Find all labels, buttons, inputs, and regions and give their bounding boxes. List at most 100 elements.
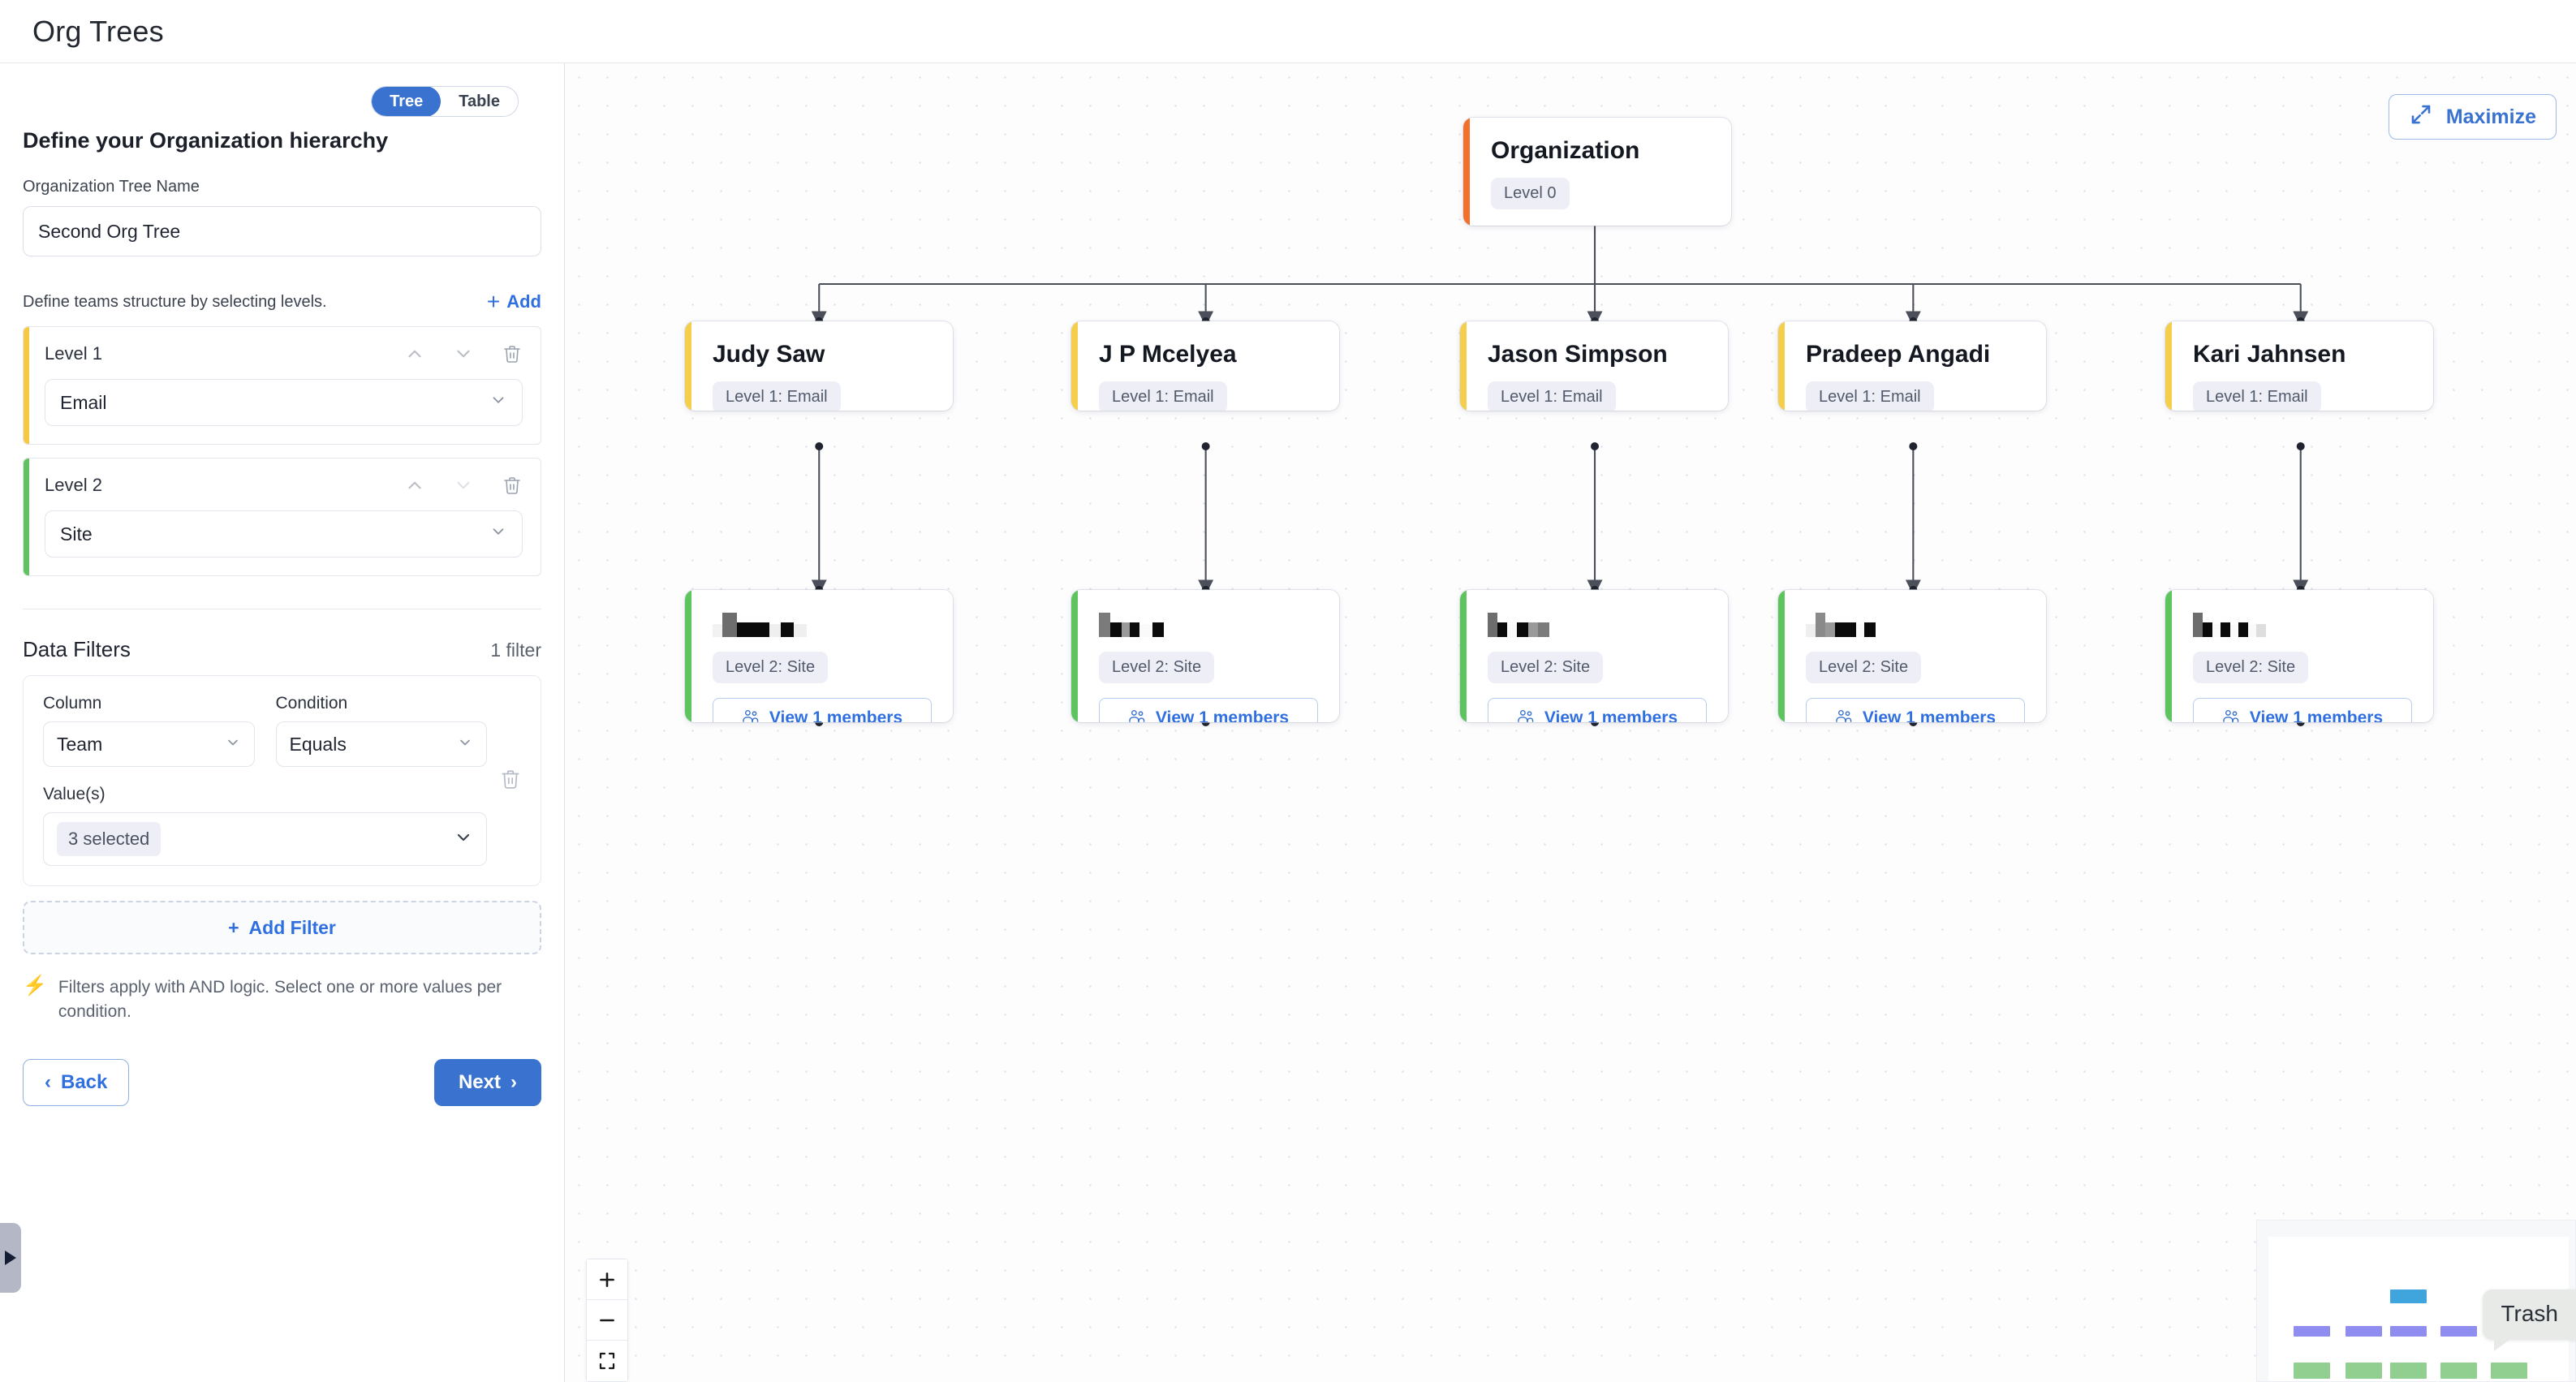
- triangle-right-icon: [5, 1251, 16, 1265]
- minimap-node-level1: [2294, 1326, 2330, 1337]
- level2-node-body: Level 2: Site View 1 members: [2165, 590, 2433, 722]
- tree-node-level1[interactable]: J P Mcelyea Level 1: Email: [1071, 321, 1339, 411]
- plus-icon: +: [228, 916, 239, 938]
- view-members-label: View 1 members: [2249, 708, 2384, 722]
- level1-node-title: Kari Jahnsen: [2193, 341, 2346, 368]
- root-node-badge: Level 0: [1491, 178, 1570, 209]
- tree-node-level1[interactable]: Pradeep Angadi Level 1: Email: [1778, 321, 2046, 411]
- members-icon: [742, 708, 760, 722]
- tree-node-level1[interactable]: Judy Saw Level 1: Email: [685, 321, 953, 411]
- delete-level-icon[interactable]: [502, 343, 523, 364]
- members-icon: [2222, 708, 2240, 722]
- chevron-left-icon: ‹: [45, 1070, 51, 1093]
- filter-condition-select[interactable]: Equals: [275, 721, 487, 767]
- filter-condition-value: Equals: [289, 733, 347, 755]
- root-node-body: Organization Level 0: [1463, 118, 1731, 226]
- members-icon: [1517, 708, 1535, 722]
- level1-node-badge: Level 1: Email: [1488, 381, 1616, 411]
- page-title: Org Trees: [32, 14, 164, 48]
- minimap-node-level2: [2390, 1363, 2427, 1379]
- view-members-label: View 1 members: [769, 708, 903, 722]
- move-down-icon[interactable]: [453, 475, 474, 496]
- zoom-controls[interactable]: [586, 1259, 628, 1382]
- minimap-node-level1: [2390, 1326, 2427, 1337]
- redacted-name: [2193, 609, 2412, 637]
- level-2-field-select[interactable]: Site: [45, 510, 523, 558]
- delete-filter-icon[interactable]: [500, 768, 521, 790]
- level2-node-badge: Level 2: Site: [1806, 652, 1922, 683]
- view-members-button[interactable]: View 1 members: [713, 698, 932, 722]
- filter-row: Column Team Condition Equals: [23, 675, 541, 886]
- fit-view-button[interactable]: [587, 1341, 627, 1381]
- back-label: Back: [61, 1070, 108, 1093]
- maximize-icon: [2409, 102, 2433, 132]
- levels-header: Define teams structure by selecting leve…: [23, 291, 541, 313]
- move-up-icon[interactable]: [404, 475, 425, 496]
- filter-column-select[interactable]: Team: [43, 721, 255, 767]
- tree-node-level2[interactable]: Level 2: Site View 1 members: [1071, 590, 1339, 722]
- zoom-out-button[interactable]: [587, 1300, 627, 1341]
- filter-values-multiselect[interactable]: 3 selected: [43, 812, 487, 866]
- maximize-button[interactable]: Maximize: [2388, 94, 2557, 140]
- level1-node-body: Judy Saw Level 1: Email: [685, 321, 953, 411]
- levels-hint: Define teams structure by selecting leve…: [23, 292, 327, 311]
- minimap-node-root: [2390, 1289, 2427, 1303]
- sidebar-collapse-handle[interactable]: [0, 1223, 21, 1293]
- add-level-label: Add: [506, 291, 541, 312]
- level2-node-body: Level 2: Site View 1 members: [1071, 590, 1339, 722]
- level2-node-badge: Level 2: Site: [1488, 652, 1604, 683]
- tree-node-level2[interactable]: Level 2: Site View 1 members: [1460, 590, 1728, 722]
- level-1-actions: [404, 343, 523, 364]
- move-down-icon[interactable]: [453, 343, 474, 364]
- level-2-field-value: Site: [60, 523, 93, 545]
- filter-logic-note: ⚡ Filters apply with AND logic. Select o…: [23, 975, 541, 1025]
- tree-node-level2[interactable]: Level 2: Site View 1 members: [2165, 590, 2433, 722]
- view-members-button[interactable]: View 1 members: [1806, 698, 2025, 722]
- lightning-icon: ⚡: [23, 975, 47, 997]
- view-members-button[interactable]: View 1 members: [2193, 698, 2412, 722]
- tab-tree[interactable]: Tree: [372, 87, 442, 116]
- view-members-button[interactable]: View 1 members: [1099, 698, 1318, 722]
- view-members-button[interactable]: View 1 members: [1488, 698, 1707, 722]
- tree-edges: [811, 179, 2309, 726]
- next-button[interactable]: Next ›: [433, 1058, 541, 1106]
- tree-node-level2[interactable]: Level 2: Site View 1 members: [1778, 590, 2046, 722]
- minimap-node-level2: [2440, 1363, 2477, 1379]
- tree-node-level1[interactable]: Kari Jahnsen Level 1: Email: [2165, 321, 2433, 411]
- trash-tooltip: Trash: [2483, 1289, 2576, 1351]
- add-level-button[interactable]: + Add: [487, 291, 541, 313]
- filter-logic-text: Filters apply with AND logic. Select one…: [58, 978, 502, 1022]
- view-mode-toggle[interactable]: Tree Table: [371, 86, 519, 117]
- tree-node-root[interactable]: Organization Level 0: [1463, 118, 1731, 226]
- level2-node-body: Level 2: Site View 1 members: [685, 590, 953, 722]
- chevron-right-icon: ›: [510, 1070, 517, 1093]
- add-filter-button[interactable]: + Add Filter: [23, 901, 541, 954]
- filters-title: Data Filters: [23, 637, 131, 661]
- filter-column-value: Team: [57, 733, 103, 755]
- add-filter-label: Add Filter: [248, 916, 336, 938]
- selected-count-chip: 3 selected: [57, 822, 162, 856]
- config-sidebar: Tree Table Define your Organization hier…: [0, 63, 565, 1382]
- filters-header: Data Filters 1 filter: [23, 637, 541, 662]
- minimap-node-level2: [2294, 1363, 2330, 1379]
- zoom-in-button[interactable]: [587, 1259, 627, 1300]
- level-1-field-select[interactable]: Email: [45, 379, 523, 426]
- tree-name-label: Organization Tree Name: [23, 178, 200, 196]
- delete-level-icon[interactable]: [502, 475, 523, 496]
- back-button[interactable]: ‹ Back: [23, 1058, 130, 1106]
- tab-table[interactable]: Table: [441, 87, 518, 116]
- chevron-down-icon: [225, 734, 241, 756]
- chevron-down-icon: [489, 523, 507, 545]
- view-members-label: View 1 members: [1544, 708, 1678, 722]
- tree-name-input[interactable]: [23, 206, 541, 256]
- minimap-node-level1: [2440, 1326, 2477, 1337]
- filter-values-group: Value(s) 3 selected: [43, 785, 487, 866]
- move-up-icon[interactable]: [404, 343, 425, 364]
- tree-node-level1[interactable]: Jason Simpson Level 1: Email: [1460, 321, 1728, 411]
- level1-node-badge: Level 1: Email: [1806, 381, 1934, 411]
- tree-node-level2[interactable]: Level 2: Site View 1 members: [685, 590, 953, 722]
- filter-delete-wrap: [500, 694, 521, 790]
- tree-canvas[interactable]: Maximize: [565, 63, 2576, 1382]
- level1-node-badge: Level 1: Email: [2193, 381, 2321, 411]
- filter-values-label: Value(s): [43, 785, 106, 803]
